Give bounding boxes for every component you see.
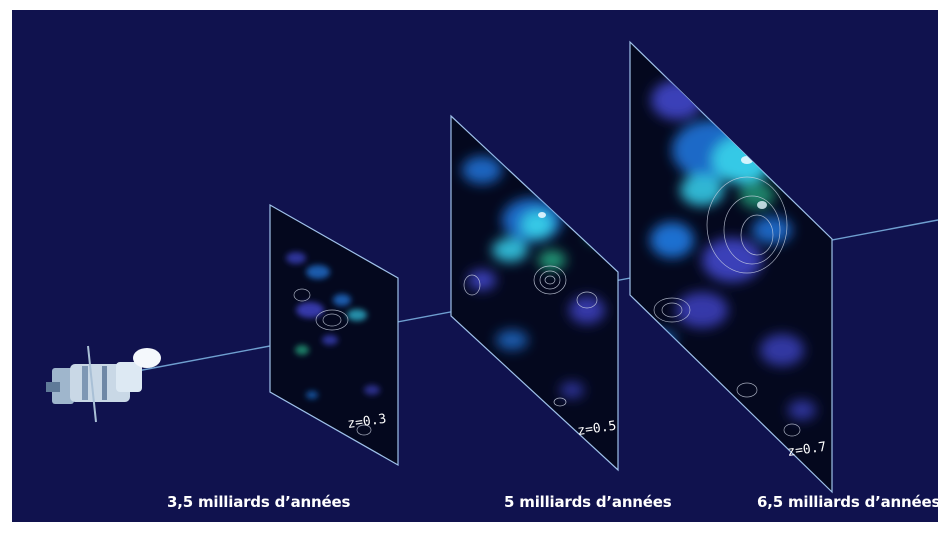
lookback-time-caption-3: 6,5 milliards d’années — [757, 493, 938, 511]
scene-background: z=0.3 — [12, 10, 938, 522]
redshift-label-3: z=0.7 — [786, 440, 827, 460]
telescope-icon — [46, 345, 161, 423]
redshift-label-1: z=0.3 — [346, 412, 387, 432]
mass-map-panel-3: z=0.7 — [629, 40, 833, 494]
mass-map-panel-2: z=0.5 — [450, 114, 619, 472]
lookback-time-caption-2: 5 milliards d’années — [504, 493, 672, 511]
redshift-label-2: z=0.5 — [576, 419, 617, 439]
mass-map-panel-1: z=0.3 — [269, 203, 399, 467]
lookback-time-caption-1: 3,5 milliards d’années — [167, 493, 351, 511]
scene-illustration: z=0.3 — [46, 40, 938, 494]
